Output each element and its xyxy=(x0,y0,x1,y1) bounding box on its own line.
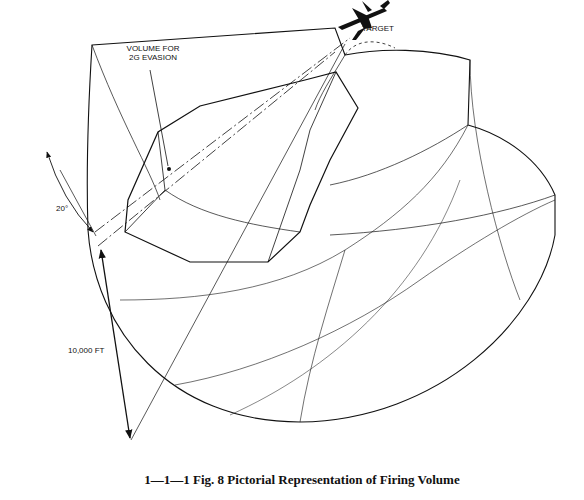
surface-curve xyxy=(330,195,555,235)
callout-label: VOLUME FOR 2G EVASION xyxy=(122,44,184,62)
angle-arc xyxy=(47,152,93,232)
surface-curve xyxy=(175,200,555,385)
far-rim-dashed xyxy=(345,42,395,55)
surface-curve xyxy=(230,180,460,415)
surface-curve xyxy=(315,55,345,110)
reference-line xyxy=(60,170,96,236)
surface-curve xyxy=(92,45,160,200)
surface-curve xyxy=(470,60,520,300)
evasion-volume-edge xyxy=(125,132,165,232)
target-aircraft xyxy=(338,0,390,40)
surface-curve xyxy=(120,125,468,300)
leader-dot xyxy=(167,167,171,171)
dimension-label: 10,000 FT xyxy=(66,346,106,355)
line-of-sight-axis xyxy=(98,52,335,246)
line-of-sight-axis xyxy=(95,38,350,232)
altitude-dimension xyxy=(101,250,130,438)
angle-label: 20° xyxy=(54,204,70,213)
range-line xyxy=(131,44,345,440)
surface-curve xyxy=(300,250,345,422)
outer-volume-outline xyxy=(87,28,555,422)
figure-caption: 1—1—1 Fig. 8 Pictorial Representation of… xyxy=(144,472,459,488)
evasion-volume-outline xyxy=(125,72,358,262)
leader-line xyxy=(150,70,168,166)
target-label: TARGET xyxy=(362,24,394,33)
evasion-volume-edge xyxy=(165,190,300,232)
surface-curve xyxy=(330,125,468,185)
